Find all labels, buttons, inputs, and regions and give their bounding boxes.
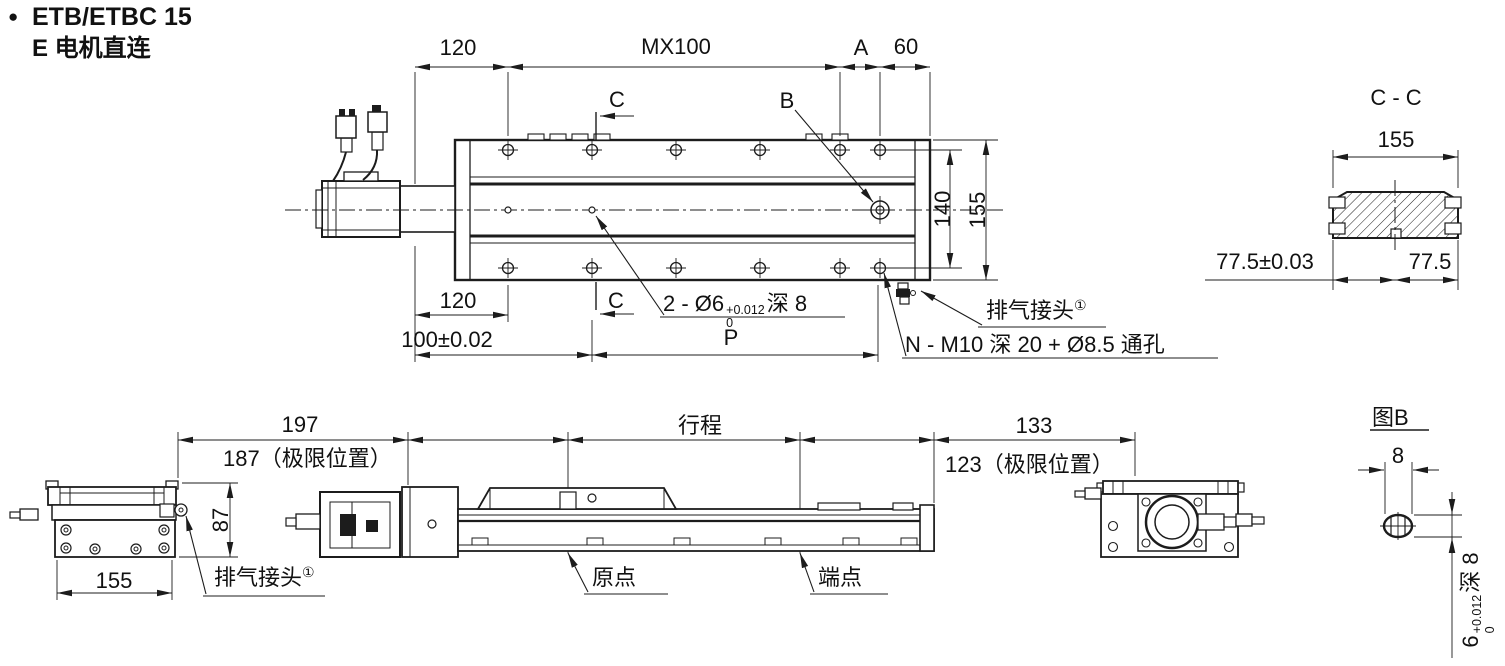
dim-123-limit: 123（极限位置） xyxy=(945,452,1114,477)
origin-callout: 原点 xyxy=(592,565,637,590)
exhaust-callout-bottom: 排气接头① xyxy=(214,564,315,590)
section-cc-drawing xyxy=(1205,150,1462,290)
top-view-drawing xyxy=(285,63,1218,362)
mount-hole-callout: N - M10 深 20 + Ø8.5 通孔 xyxy=(905,332,1165,357)
dim-mx100: MX100 xyxy=(641,33,711,59)
cc-dim-155: 155 xyxy=(1377,126,1415,152)
dim-100: 100±0.02 xyxy=(401,326,493,352)
cc-dim-775-right: 77.5 xyxy=(1408,248,1452,274)
pin-hole-text: 2 - Ø6 xyxy=(663,291,725,316)
exhaust-callout-top: 排气接头① xyxy=(986,297,1087,323)
dim-133: 133 xyxy=(1015,412,1053,438)
dim-140: 140 xyxy=(929,190,955,228)
footnote-ref-icon: ① xyxy=(1074,297,1087,313)
dim-60: 60 xyxy=(893,33,919,59)
dim-197: 197 xyxy=(281,411,319,437)
drawing-title: ETB/ETBC 15 xyxy=(32,3,192,31)
detail-label-b: B xyxy=(779,87,795,113)
end-view-right-drawing xyxy=(1074,480,1265,558)
dim-187-limit: 187（极限位置） xyxy=(223,446,392,471)
dim-87: 87 xyxy=(207,507,233,533)
dim-stroke: 行程 xyxy=(677,412,723,438)
dim-a: A xyxy=(853,34,869,60)
section-cc-title: C - C xyxy=(1370,84,1422,110)
dim-155-bottom: 155 xyxy=(95,567,133,593)
footnote-ref-icon: ① xyxy=(302,564,315,580)
section-label-c-bottom: C xyxy=(608,287,624,313)
detail-b-dim-8: 8 xyxy=(1391,442,1405,468)
side-view-drawing xyxy=(177,432,1136,595)
detail-b-drawing xyxy=(1358,429,1462,658)
dim-p: P xyxy=(723,324,739,350)
drawing-subtitle: E 电机直连 xyxy=(32,35,151,62)
end-view-left-drawing xyxy=(9,480,325,600)
dim-120-bottom: 120 xyxy=(439,287,477,313)
end-callout: 端点 xyxy=(818,565,863,590)
detail-b-title: 图B xyxy=(1372,405,1409,430)
cc-dim-775-left: 77.5±0.03 xyxy=(1216,248,1314,274)
dim-155-right: 155 xyxy=(964,191,990,229)
title-bullet-icon: ● xyxy=(8,7,19,26)
dim-120-top: 120 xyxy=(439,34,477,60)
section-label-c-top: C xyxy=(609,86,625,112)
